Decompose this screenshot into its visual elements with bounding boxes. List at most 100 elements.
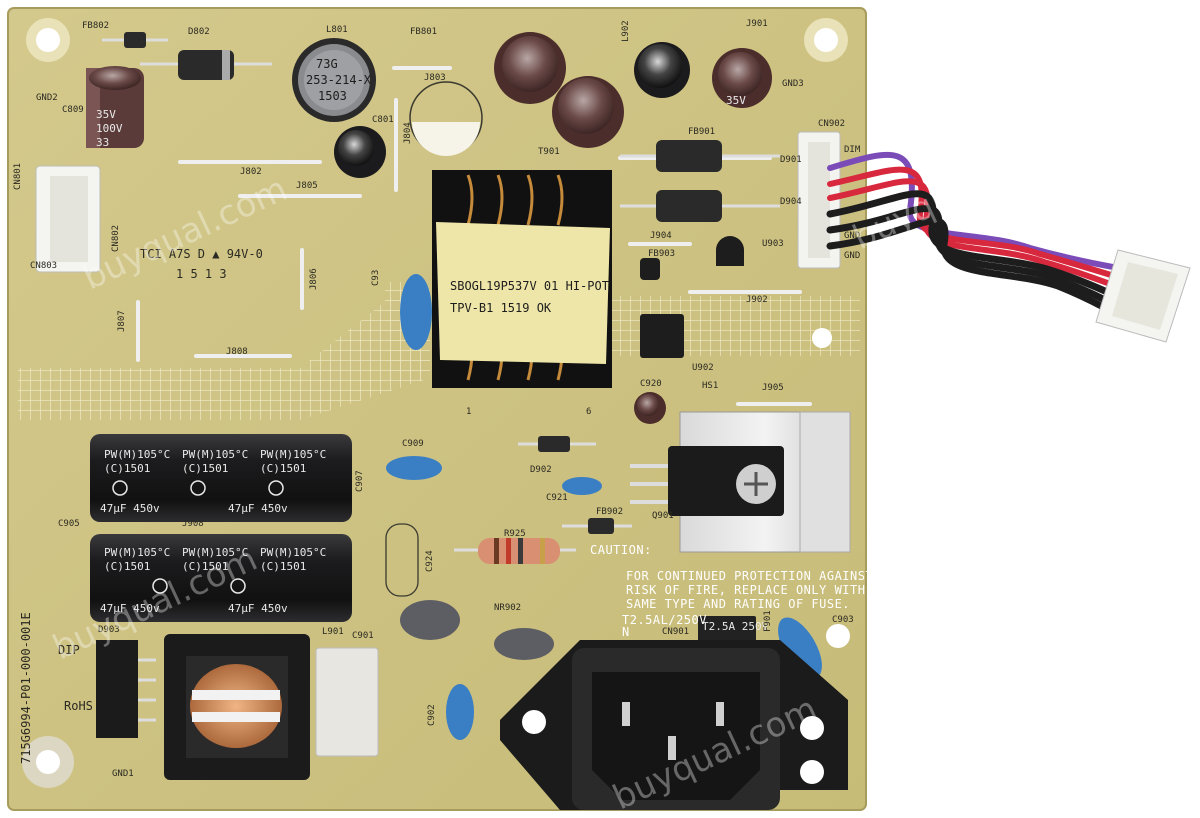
refdes-gnd3: GND3 — [782, 79, 804, 89]
y-capacitor-c909 — [386, 456, 442, 480]
refdes-f901: F901 — [763, 610, 773, 632]
l801-line3: 1503 — [318, 89, 347, 103]
mounting-holes — [22, 18, 850, 788]
refdes-d901: D901 — [780, 155, 802, 165]
cn902-label: CN902 — [818, 119, 845, 129]
resistor-r925 — [454, 538, 576, 564]
refdes-c907: C907 — [355, 470, 365, 492]
bridge-rectifier — [96, 640, 156, 738]
refdes-cn802: CN802 — [111, 225, 121, 252]
x-capacitor-c901 — [315, 647, 379, 757]
diode-d802 — [140, 50, 272, 80]
refdes-j805: J805 — [296, 181, 318, 191]
refdes-l902: L902 — [621, 20, 631, 42]
refdes-j901: J901 — [746, 19, 768, 29]
bulk-top-code-2: (C)1501 — [182, 462, 228, 475]
caution-line2: RISK OF FIRE, REPLACE ONLY WITH — [626, 583, 865, 597]
refdes-c93: C93 — [371, 270, 381, 286]
capacitor-c809: 35V 100V 33 — [86, 66, 144, 149]
refdes-gnd1: GND1 — [112, 769, 134, 779]
fuse-rating: T2.5AL/250V — [622, 613, 707, 627]
caution-line3: SAME TYPE AND RATING OF FUSE. — [626, 597, 850, 611]
thermistor-nr902 — [494, 628, 554, 660]
l801-line2: 253-214-X — [306, 73, 372, 87]
y-capacitor-c903 — [778, 617, 822, 679]
refdes-d903: D903 — [98, 625, 120, 635]
bulk-bottom-code: (C)1501 — [104, 560, 150, 573]
common-mode-choke-l901 — [164, 634, 310, 780]
dip-marking: DIP — [58, 643, 80, 657]
bulk-top-rating: 47μF 450v — [100, 502, 160, 515]
bulk-bottom-rating: 47μF 450v — [100, 602, 160, 615]
c809-line2: 100V — [96, 122, 123, 135]
refdes-fb901: FB901 — [688, 127, 715, 137]
refdes-j905: J905 — [762, 383, 784, 393]
refdes-j804: J804 — [403, 122, 413, 144]
transistor-fb903 — [640, 258, 660, 280]
ac-inlet-cn901 — [500, 640, 848, 810]
refdes-cn901: CN901 — [662, 627, 689, 637]
bulk-bottom-header: PW(M)105°C — [104, 546, 170, 559]
refdes-c809: C809 — [62, 105, 84, 115]
transformer-t901: SBOGL19P537V 01 HI-POT TPV-B1 1519 OK 1 … — [432, 170, 612, 417]
cable-end-connector — [1095, 249, 1191, 343]
refdes-c902: C902 — [427, 704, 437, 726]
refdes-j807: J807 — [117, 310, 127, 332]
refdes-u902: U902 — [692, 363, 714, 373]
bulk-bottom-code-3: (C)1501 — [260, 560, 306, 573]
bulk-bottom-header-2: PW(M)105°C — [182, 546, 248, 559]
transformer-label-line2: TPV-B1 1519 OK — [450, 301, 552, 315]
refdes-c909: C909 — [402, 439, 424, 449]
bulk-capacitor-bottom: PW(M)105°C PW(M)105°C PW(M)105°C (C)1501… — [90, 534, 352, 622]
refdes-c924: C924 — [425, 550, 435, 572]
cn902-gnd1: GND — [844, 231, 860, 241]
bulk-top-code: (C)1501 — [104, 462, 150, 475]
bulk-top-header: PW(M)105°C — [104, 448, 170, 461]
diode-fb802 — [102, 32, 168, 48]
refdes-c903: C903 — [832, 615, 854, 625]
fuse-f901: T2.5A 250V — [698, 616, 769, 644]
cn902-gnd2: GND — [844, 251, 860, 261]
capacitor-c924-outline — [385, 523, 419, 597]
y-capacitor-c93 — [400, 274, 432, 350]
y-capacitor-c902 — [446, 684, 474, 740]
c809-line1: 35V — [96, 108, 116, 121]
refdes-d902: D902 — [530, 465, 552, 475]
refdes-c905: C905 — [58, 519, 80, 529]
cn902-dim: DIM — [844, 145, 861, 155]
capacitor-c803-outline — [409, 81, 483, 156]
varistor-grey — [400, 600, 460, 640]
refdes-d904: D904 — [780, 197, 802, 207]
caution-block: CAUTION: FOR CONTINUED PROTECTION AGAINS… — [590, 543, 873, 639]
rohs-marking: RoHS — [64, 699, 93, 713]
transformer-pin1: 1 — [466, 407, 471, 417]
diode-fb902 — [562, 518, 632, 534]
ul-marking: TCI A7S D ▲ 94V-0 — [140, 247, 263, 261]
transformer-pin6: 6 — [586, 407, 591, 417]
capacitor-c801 — [334, 126, 386, 178]
refdes-nr902: NR902 — [494, 603, 521, 613]
refdes-t901: T901 — [538, 147, 560, 157]
capacitor-c916 — [552, 76, 624, 148]
refdes-j803: J803 — [424, 73, 446, 83]
connector-cn801 — [35, 165, 101, 273]
l801-line1: 73G — [316, 57, 338, 71]
refdes-q901: Q901 — [652, 511, 674, 521]
refdes-c801: C801 — [372, 115, 394, 125]
reference-designators: FB802 D802 L801 FB801 C809 GND2 J803 C80… — [13, 19, 854, 779]
refdes-r925: R925 — [504, 529, 526, 539]
refdes-j806: J806 — [309, 268, 319, 290]
caution-line1: FOR CONTINUED PROTECTION AGAINST — [626, 569, 873, 583]
c809-line3: 33 — [96, 136, 109, 149]
refdes-c901: C901 — [352, 631, 374, 641]
refdes-j904: J904 — [650, 231, 672, 241]
bulk-bottom-code-2: (C)1501 — [182, 560, 228, 573]
heatsink-hs1 — [630, 411, 851, 553]
refdes-c921: C921 — [546, 493, 568, 503]
refdes-l801: L801 — [326, 25, 348, 35]
diode-d904 — [620, 190, 780, 222]
capacitor-l902-cap — [634, 42, 690, 98]
fuse-body-text: T2.5A 250V — [702, 620, 769, 633]
diode-d902 — [518, 436, 596, 452]
